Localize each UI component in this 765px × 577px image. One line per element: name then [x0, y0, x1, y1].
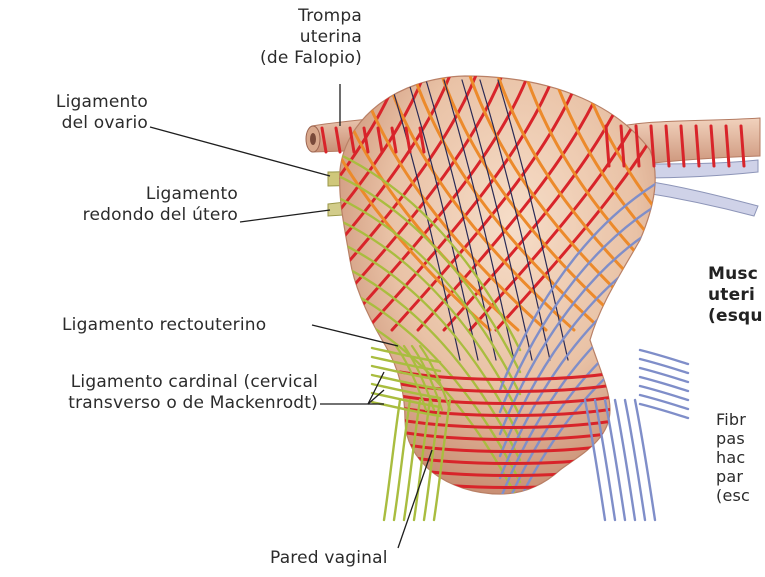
- label-fibras: Fibr pas hac par (esc: [716, 410, 750, 505]
- label-ligamento-ovario: Ligamento del ovario: [20, 92, 148, 134]
- ligament-right-1: [640, 180, 758, 216]
- label-ligamento-rectouterino: Ligamento rectouterino: [62, 315, 266, 336]
- leader-redondo: [240, 210, 330, 222]
- label-pared-vaginal: Pared vaginal: [270, 548, 388, 569]
- right-vaginal-fiber: [635, 400, 655, 520]
- leader-ovario: [150, 127, 330, 176]
- label-trompa: Trompa uterina (de Falopio): [242, 6, 362, 69]
- right-vaginal-fiber: [605, 400, 625, 520]
- label-ligamento-cardinal: Ligamento cardinal (cervical transverso …: [0, 372, 318, 414]
- label-musculatura: Musc uteri (esqu: [708, 264, 763, 327]
- label-ligamento-redondo: Ligamento redondo del útero: [40, 184, 238, 226]
- right-vaginal-fiber: [615, 400, 635, 520]
- right-vaginal-fiber: [625, 400, 645, 520]
